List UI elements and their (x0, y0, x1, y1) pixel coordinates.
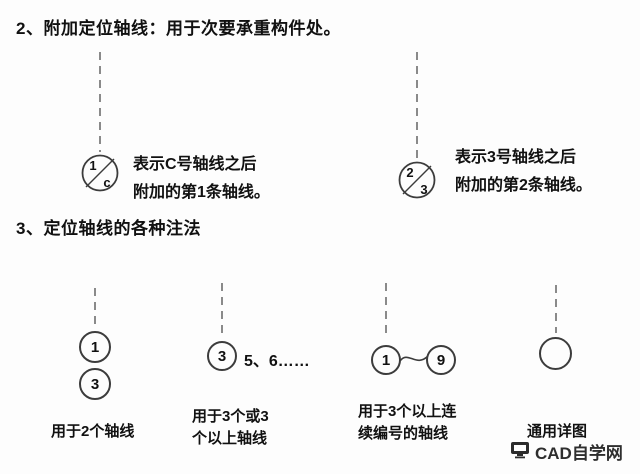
two-axes-circle-3: 3 (79, 368, 111, 400)
consecutive-circle-1: 1 (371, 345, 401, 375)
left-caption-line1: 表示C号轴线之后 (133, 156, 257, 173)
right-caption-line1: 表示3号轴线之后 (455, 149, 576, 166)
two-axes-circle-1: 1 (79, 331, 111, 363)
axis-circle-1c-top-label: 1 (89, 158, 96, 173)
section2-heading: 2、附加定位轴线：用于次要承重构件处。 (16, 19, 341, 38)
two-axes-dashed-line (94, 288, 96, 330)
three-axes-dashed-line (221, 283, 223, 338)
general-detail-circle (539, 337, 572, 370)
consecutive-label-line1: 用于3个以上连 (358, 403, 457, 420)
section3-heading: 3、定位轴线的各种注法 (16, 219, 201, 238)
right-caption-line2: 附加的第2条轴线。 (455, 177, 592, 194)
consecutive-axes-dashed-line (385, 283, 387, 333)
axis-circle-23-bottom-label: 3 (420, 182, 427, 197)
wavy-connector-line (400, 355, 428, 362)
three-axes-label-line2: 个以上轴线 (192, 430, 268, 447)
axis-circle-2-over-3: 2 3 (398, 161, 436, 199)
consecutive-label-line2: 续编号的轴线 (358, 425, 449, 442)
consecutive-circle-9: 9 (426, 345, 456, 375)
cad-logo-icon (511, 442, 529, 459)
axis-dashed-line-right (416, 52, 418, 158)
watermark-text: CAD自学网 (535, 444, 623, 463)
two-axes-label: 用于2个轴线 (51, 423, 135, 440)
consecutive-circle-1-label: 1 (381, 351, 391, 369)
axis-circle-1c-bottom-label: c (103, 175, 110, 190)
three-axes-circle-label: 3 (217, 347, 227, 365)
axis-dashed-line-left (99, 52, 101, 152)
axis-circle-1-over-c: 1 c (81, 154, 119, 192)
two-axes-circle-3-label: 3 (90, 375, 100, 393)
consecutive-circle-9-label: 9 (436, 351, 446, 369)
general-detail-dashed-line (555, 285, 557, 333)
left-caption-line2: 附加的第1条轴线。 (133, 184, 270, 201)
two-axes-circle-1-label: 1 (90, 338, 100, 356)
three-axes-ellipsis: 5、6…… (244, 353, 310, 370)
axis-circle-23-top-label: 2 (406, 165, 413, 180)
three-axes-label-line1: 用于3个或3 (192, 408, 269, 425)
general-detail-label: 通用详图 (527, 423, 588, 440)
three-axes-circle: 3 (207, 341, 237, 371)
